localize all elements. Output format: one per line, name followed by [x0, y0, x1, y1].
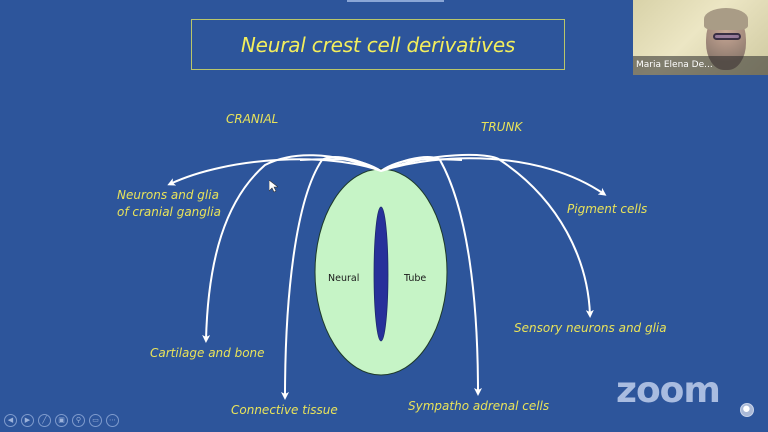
- slides-grid-icon[interactable]: ▣: [55, 414, 68, 427]
- pen-icon[interactable]: ╱: [38, 414, 51, 427]
- top-share-indicator: [347, 0, 444, 2]
- slideshow-toolbar: ◀ ▶ ╱ ▣ ⚲ ▭ ⋯: [4, 414, 119, 427]
- section-label-cranial: CRANIAL: [226, 112, 279, 126]
- mouse-cursor-icon: [269, 180, 278, 193]
- neural-tube-label-right: Tube: [404, 273, 427, 284]
- slide-title-box: Neural crest cell derivatives: [191, 19, 565, 70]
- label-connective-tissue: Connective tissue: [231, 403, 338, 417]
- arrow-connective-tissue: [281, 156, 382, 400]
- previous-icon[interactable]: ◀: [4, 414, 17, 427]
- arrow-sympathoadrenal: [380, 156, 482, 396]
- label-cartilage-bone: Cartilage and bone: [150, 346, 265, 360]
- label-neurons-glia-line2: of cranial ganglia: [117, 205, 221, 219]
- section-label-trunk: TRUNK: [481, 120, 523, 134]
- next-icon[interactable]: ▶: [21, 414, 34, 427]
- arrow-trunk-base: [299, 158, 382, 172]
- participant-hair: [704, 8, 748, 30]
- participant-glasses: [713, 33, 741, 40]
- label-sensory-neurons: Sensory neurons and glia: [514, 321, 667, 335]
- neural-tube-label-left: Neural: [328, 273, 360, 284]
- zoom-watermark-logo: zoom: [616, 370, 721, 411]
- more-options-icon[interactable]: ⋯: [106, 414, 119, 427]
- participant-video-tile[interactable]: Maria Elena De...: [633, 0, 768, 75]
- subtitles-icon[interactable]: ▭: [89, 414, 102, 427]
- label-pigment-cells: Pigment cells: [567, 202, 648, 216]
- magnifier-icon[interactable]: ⚲: [72, 414, 85, 427]
- arrow-trunk-base-right: [380, 158, 463, 172]
- label-sympathoadrenal: Sympatho adrenal cells: [408, 399, 550, 413]
- neural-tube-lumen: [373, 206, 389, 342]
- slide-title: Neural crest cell derivatives: [240, 32, 516, 57]
- arrow-pigment-cells: [380, 157, 607, 196]
- label-neurons-glia-line1: Neurons and glia: [117, 188, 219, 202]
- participant-name: Maria Elena De...: [633, 56, 768, 75]
- globe-icon: [740, 403, 754, 417]
